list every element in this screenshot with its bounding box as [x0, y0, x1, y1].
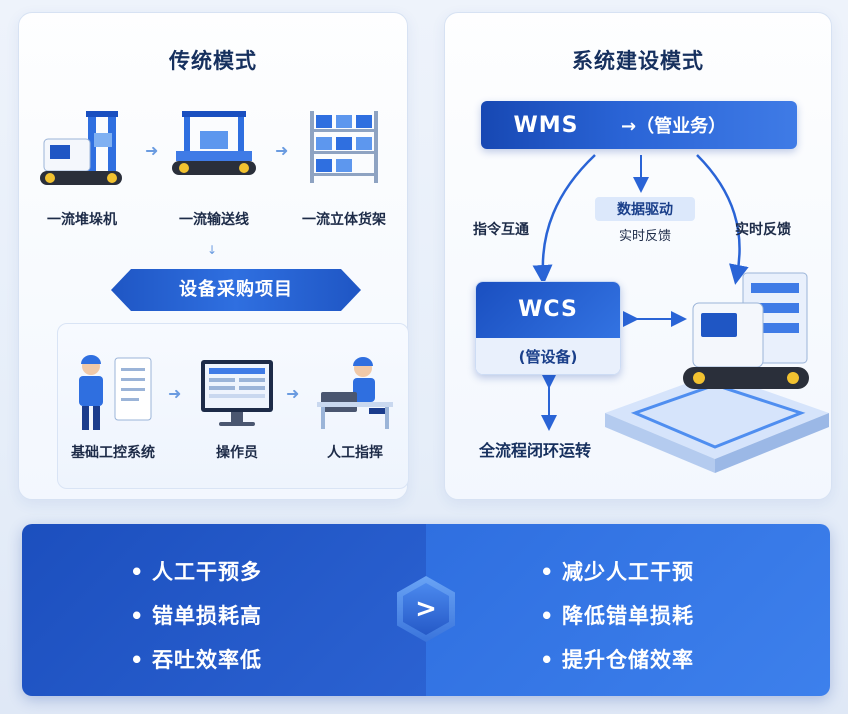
chevron-right-icon: >: [403, 583, 449, 635]
equipment-label: 一流输送线: [179, 212, 249, 228]
flow-arrows: [532, 154, 749, 431]
list-item: •提升仓储效率: [540, 648, 694, 672]
equipment-platform-icon: [605, 272, 829, 473]
equipment-stacker-crane: 一流堆垛机: [27, 103, 137, 229]
monitor-icon: [201, 360, 273, 426]
realtime-feedback-center-label: 实时反馈: [618, 229, 671, 244]
after-section: •减少人工干预 •降低错单损耗 •提升仓储效率: [426, 524, 830, 696]
wms-desc: →（管业务）: [621, 116, 727, 137]
arrow-right-icon: ➜: [286, 384, 300, 403]
loop-label: 全流程闭环运转: [479, 441, 592, 460]
list-item: •减少人工干预: [540, 560, 694, 584]
wcs-desc: (管设备): [476, 338, 620, 374]
arrow-down-icon: ↓: [207, 243, 218, 257]
engineer-document-icon: [79, 355, 152, 430]
person-operator: 操作员: [182, 352, 292, 462]
traditional-mode-title: 传统模式: [169, 49, 257, 73]
arrow-right-icon: ➜: [168, 384, 182, 403]
person-label: 操作员: [216, 445, 258, 461]
feedback-arrow: [696, 154, 749, 285]
arrow-right-icon: ➜: [145, 141, 159, 160]
command-label: 指令互通: [473, 222, 529, 238]
list-item: •降低错单损耗: [540, 604, 694, 628]
command-arrow: [532, 154, 596, 285]
system-mode-title: 系统建设模式: [572, 49, 704, 73]
feedback-label: 实时反馈: [735, 222, 791, 238]
comparison-banner: •人工干预多 •错单损耗高 •吞吐效率低 •减少人工干预 •降低错单损耗 •提升…: [22, 524, 830, 696]
procurement-ribbon: 设备采购项目: [111, 269, 361, 311]
stacker-crane-icon: [40, 111, 122, 185]
after-list: •减少人工干预 •降低错单损耗 •提升仓储效率: [540, 550, 694, 682]
desk-worker-icon: [317, 357, 393, 429]
person-label: 人工指挥: [327, 445, 383, 461]
arrow-right-icon: ➜: [275, 141, 289, 160]
list-item: •吞吐效率低: [130, 648, 262, 672]
system-mode-panel: 系统建设模式 WMS →（管业务） 数据驱动 实时反馈 指令互通 实时反馈 WC…: [444, 12, 832, 500]
equipment-label: 一流堆垛机: [47, 212, 117, 228]
before-section: •人工干预多 •错单损耗高 •吞吐效率低: [22, 524, 426, 696]
wcs-name: WCS: [476, 282, 620, 338]
person-basic-control: 基础工控系统: [58, 352, 168, 462]
wms-name: WMS: [513, 112, 579, 138]
equipment-storage-rack: 一流立体货架: [289, 103, 399, 229]
before-list: •人工干预多 •错单损耗高 •吞吐效率低: [130, 550, 262, 682]
data-driven-box: 数据驱动 实时反馈: [595, 197, 695, 247]
operation-subpanel: 基础工控系统 ➜ 操作员 ➜: [57, 323, 409, 489]
conveyor-icon: [172, 111, 256, 175]
wcs-box: WCS (管设备): [475, 281, 621, 375]
data-driven-label: 数据驱动: [595, 197, 695, 221]
equipment-conveyor: 一流输送线: [159, 103, 269, 229]
storage-rack-icon: [310, 111, 378, 183]
list-item: •人工干预多: [130, 560, 262, 584]
person-manual-command: 人工指挥: [300, 352, 410, 462]
wms-box: WMS →（管业务）: [481, 101, 797, 149]
equipment-label: 一流立体货架: [302, 212, 386, 228]
person-label: 基础工控系统: [71, 445, 155, 461]
traditional-mode-panel: 传统模式 一流堆垛机 ➜ 一流输送线 ➜: [18, 12, 409, 500]
list-item: •错单损耗高: [130, 604, 262, 628]
